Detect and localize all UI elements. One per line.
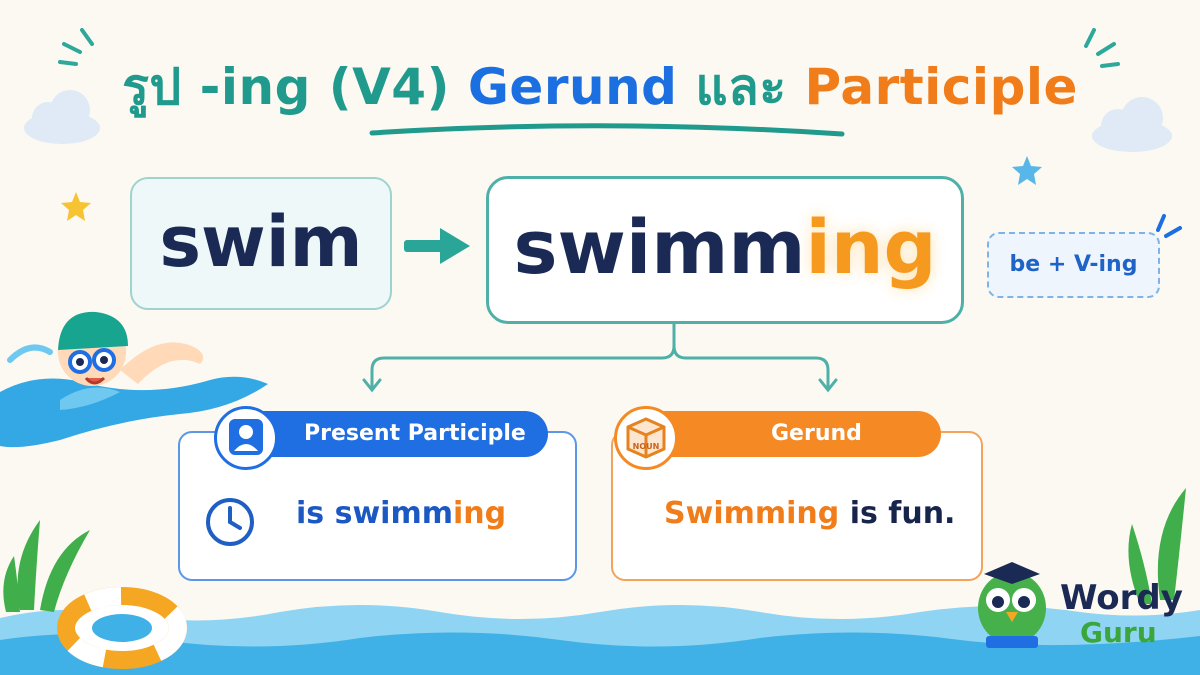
star-icon-blue	[1012, 156, 1042, 185]
example-suffix: ing	[452, 496, 507, 531]
title-part-ing-v4: รูป -ing (V4)	[122, 58, 450, 116]
title-part-participle: Participle	[804, 58, 1078, 116]
clock-icon	[206, 498, 254, 546]
example-stem: swimm	[334, 496, 453, 531]
gerund-example-rest: is fun.	[839, 496, 956, 531]
page-title: รูป -ing (V4) Gerund และ Participle	[0, 48, 1200, 127]
noun-icon-text: NOUN	[633, 442, 660, 451]
plant-icon-left	[3, 520, 90, 612]
connector-lines	[362, 322, 838, 393]
noun-box-icon: NOUN	[614, 406, 678, 470]
gerund-example: Swimming is fun.	[664, 496, 955, 531]
title-underline	[369, 123, 845, 137]
gerund-example-highlight: Swimming	[664, 496, 840, 531]
brand-guru: Guru	[1080, 616, 1157, 649]
present-participle-example: is swimming	[296, 496, 506, 531]
cloud-icon-right	[1092, 97, 1172, 152]
cloud-icon-left	[24, 90, 100, 144]
title-part-and: และ	[695, 58, 787, 116]
arrow-right-icon	[404, 228, 470, 264]
star-icon-yellow	[61, 192, 91, 221]
be-ving-note: be + V-ing	[987, 232, 1160, 298]
base-word: swim	[159, 201, 363, 283]
ing-word-suffix: ing	[805, 205, 937, 291]
base-word-box: swim	[130, 177, 392, 310]
swimmer-illustration	[0, 311, 268, 448]
ing-word: swimming	[489, 205, 961, 291]
life-ring-icon	[57, 587, 187, 669]
ing-word-stem: swimm	[513, 205, 806, 291]
owl-mascot-icon	[978, 562, 1046, 648]
plant-icon-right	[1128, 488, 1186, 604]
ing-word-box: swimming	[486, 176, 964, 324]
example-prefix: is	[296, 496, 335, 531]
brand-wordy: Wordy	[1060, 578, 1183, 618]
sparkle-icon-note	[1156, 214, 1182, 238]
title-part-gerund: Gerund	[467, 58, 678, 116]
sparkle-icon-title-left	[58, 28, 94, 66]
sparkle-icon-title-right	[1084, 28, 1120, 68]
person-icon	[214, 406, 278, 470]
